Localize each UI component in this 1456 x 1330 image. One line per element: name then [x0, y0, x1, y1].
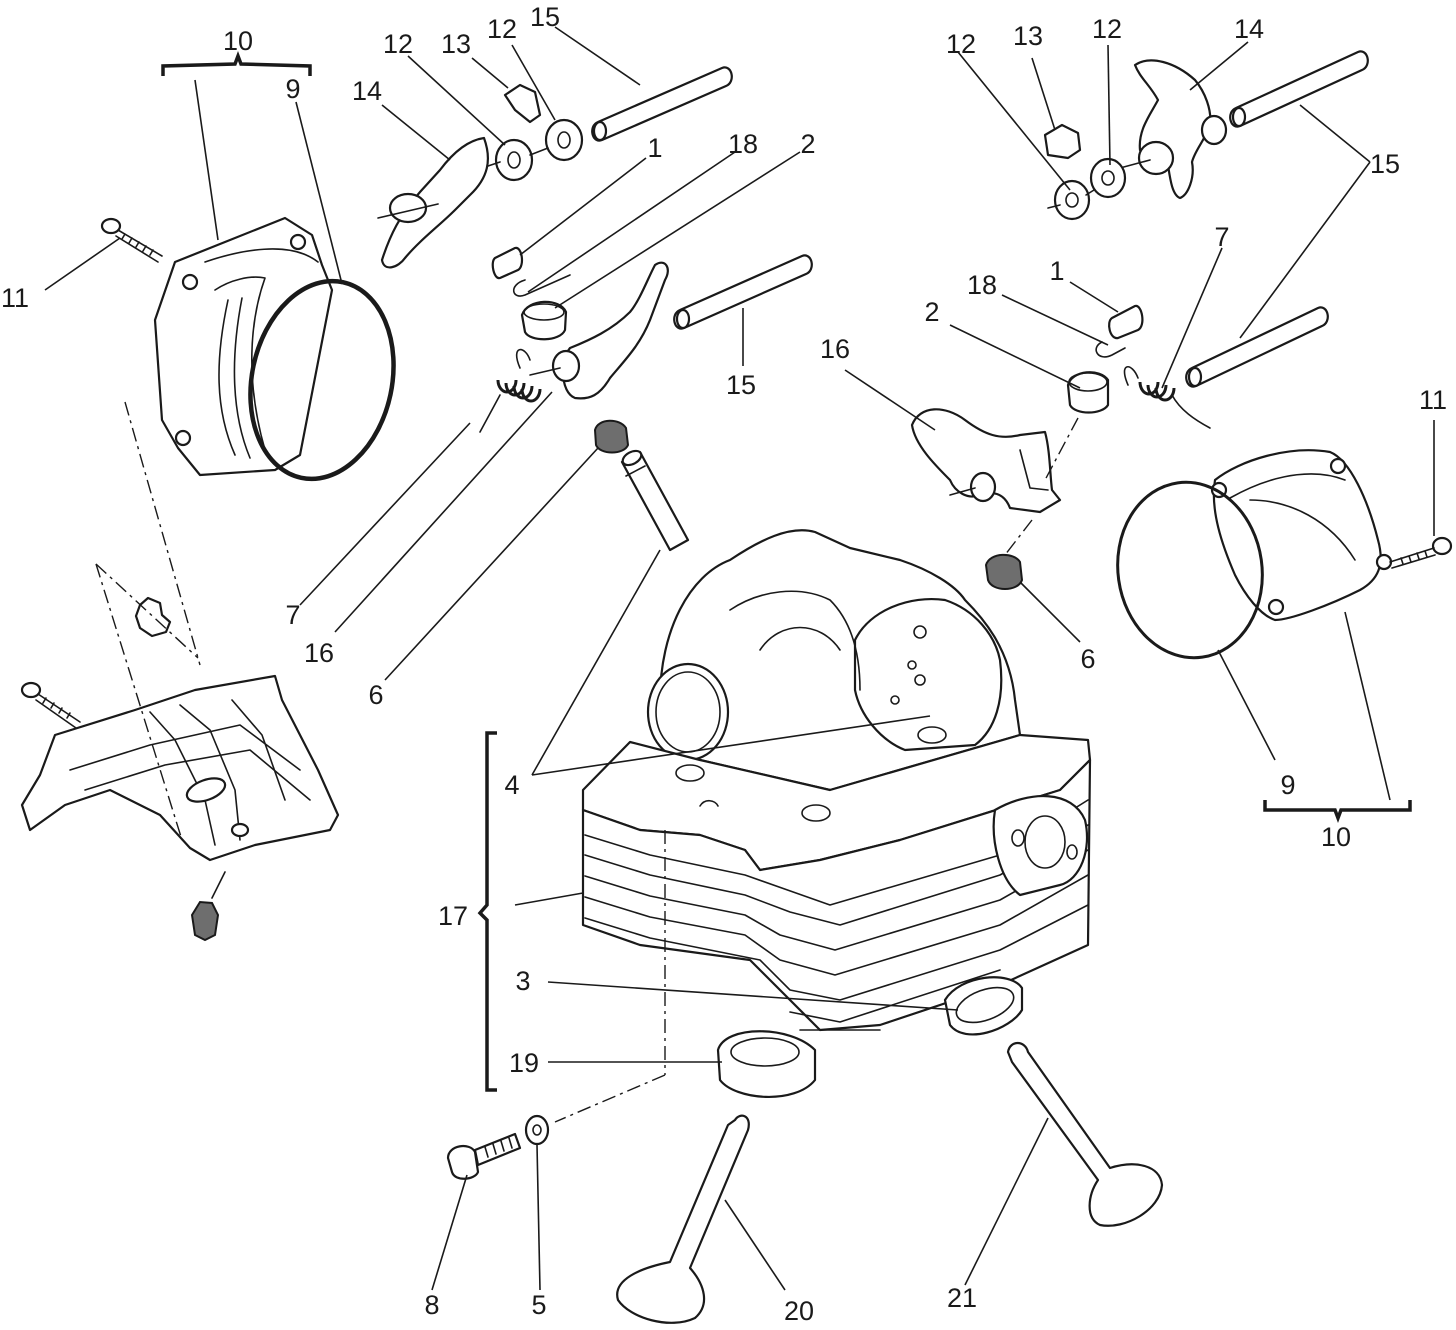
- valve-stem-seal: [593, 419, 630, 454]
- callout-8: 8: [424, 1290, 439, 1320]
- callout-12: 12: [487, 14, 517, 44]
- rocker-spring-clip: [1095, 341, 1126, 358]
- left-cover-assembly: [100, 216, 396, 482]
- exhaust-valve: [1006, 1041, 1164, 1227]
- callout-5: 5: [531, 1290, 546, 1320]
- callout-14-right: 14: [1234, 14, 1264, 44]
- callout-11-right: 11: [1419, 385, 1447, 415]
- callout-21: 21: [947, 1283, 977, 1313]
- callout-2-right: 2: [924, 297, 939, 327]
- valve-seat: [716, 1030, 817, 1099]
- cylinder-head: [554, 529, 1092, 1123]
- left-valve-cover: [153, 216, 334, 477]
- callout-6-right: 6: [1080, 644, 1095, 674]
- rocker-clip: [503, 83, 542, 124]
- cover-bolt-hole: [1329, 457, 1347, 475]
- heat-shield-screw: [20, 681, 81, 729]
- left-rocker-group: [377, 66, 813, 552]
- left-rocker-arm-lower: [562, 261, 669, 400]
- callout-10-right: 10: [1321, 822, 1351, 852]
- rocker-washer: [544, 118, 584, 162]
- callout-7-right: 7: [1214, 222, 1229, 252]
- rocker-clip: [1043, 123, 1082, 160]
- callout-12: 12: [946, 29, 976, 59]
- right-rocker-arm-upper: [1133, 59, 1212, 200]
- callout-1-left: 1: [647, 133, 662, 163]
- brackets: [161, 51, 1412, 1092]
- callout-9-right: 9: [1280, 770, 1295, 800]
- right-rocker-arm-lower: [910, 408, 1062, 514]
- callout-15: 15: [726, 370, 756, 400]
- rocker-washer: [1053, 179, 1091, 221]
- bolt-washer: [524, 1114, 550, 1146]
- intake-port: [646, 662, 730, 762]
- right-valve-cover: [1212, 449, 1382, 622]
- rocker-washer: [1089, 157, 1127, 199]
- callout-12: 12: [383, 29, 413, 59]
- right-cover-assembly: [1116, 449, 1453, 660]
- rocker-spacer: [1108, 304, 1144, 340]
- rocker-washer: [494, 138, 534, 182]
- valve-stem-seal: [984, 553, 1024, 590]
- rocker-bushing: [1066, 371, 1110, 414]
- rocker-torsion-spring: [479, 348, 542, 433]
- rocker-torsion-spring: [1123, 366, 1211, 429]
- callout-3: 3: [515, 966, 530, 996]
- callout-12: 12: [1092, 14, 1122, 44]
- callout-4: 4: [504, 770, 519, 800]
- cover-bolt-hole: [1267, 598, 1285, 616]
- callout-14-left: 14: [352, 76, 382, 106]
- left-cover-screw: [100, 217, 163, 263]
- callout-10-left: 10: [223, 26, 253, 56]
- callout-2-left: 2: [800, 129, 815, 159]
- valve-guide: [620, 450, 690, 552]
- callout-20: 20: [784, 1296, 814, 1326]
- cover-bolt-hole: [289, 233, 307, 251]
- rocker-shaft-upper: [591, 66, 733, 142]
- callout-15: 15: [530, 2, 560, 32]
- heat-shield-plug: [190, 871, 226, 942]
- callout-9-left: 9: [285, 74, 300, 104]
- callout-7-left: 7: [285, 600, 300, 630]
- callout-1-right: 1: [1049, 256, 1064, 286]
- callout-16-right: 16: [820, 334, 850, 364]
- rocker-spring-clip: [512, 274, 571, 297]
- callout-13: 13: [1013, 21, 1043, 51]
- cylinder-head-bolt: [446, 1132, 522, 1180]
- callout-16-left: 16: [304, 638, 334, 668]
- rocker-shaft-lower-right: [1185, 306, 1329, 388]
- callout-18-left: 18: [728, 129, 758, 159]
- left-cover-o-ring: [248, 278, 396, 482]
- leader-lines: [44, 26, 1435, 1291]
- bottom-parts: [446, 976, 1164, 1324]
- cover-bolt-hole: [181, 273, 199, 291]
- right-cover-o-ring: [1116, 480, 1264, 660]
- callout-18-right: 18: [967, 270, 997, 300]
- cover-bolt-hole: [1375, 553, 1393, 571]
- callout-13: 13: [441, 29, 471, 59]
- rocker-shaft-upper-right: [1229, 50, 1369, 128]
- exhaust-port: [992, 794, 1089, 897]
- valve-seat: [943, 976, 1024, 1036]
- callout-11-left: 11: [1, 283, 29, 313]
- right-cover-screw: [1389, 536, 1453, 569]
- callout-19: 19: [509, 1048, 539, 1078]
- callout-15: 15: [1370, 149, 1400, 179]
- rocker-shaft-lower: [673, 254, 813, 330]
- callout-17: 17: [438, 901, 468, 931]
- intake-valve: [616, 1114, 750, 1324]
- heat-shield-spacer: [134, 596, 172, 638]
- left-heat-shield: [20, 401, 340, 942]
- cover-bolt-hole: [174, 429, 192, 447]
- rocker-spacer: [491, 246, 524, 280]
- callout-6-left: 6: [368, 680, 383, 710]
